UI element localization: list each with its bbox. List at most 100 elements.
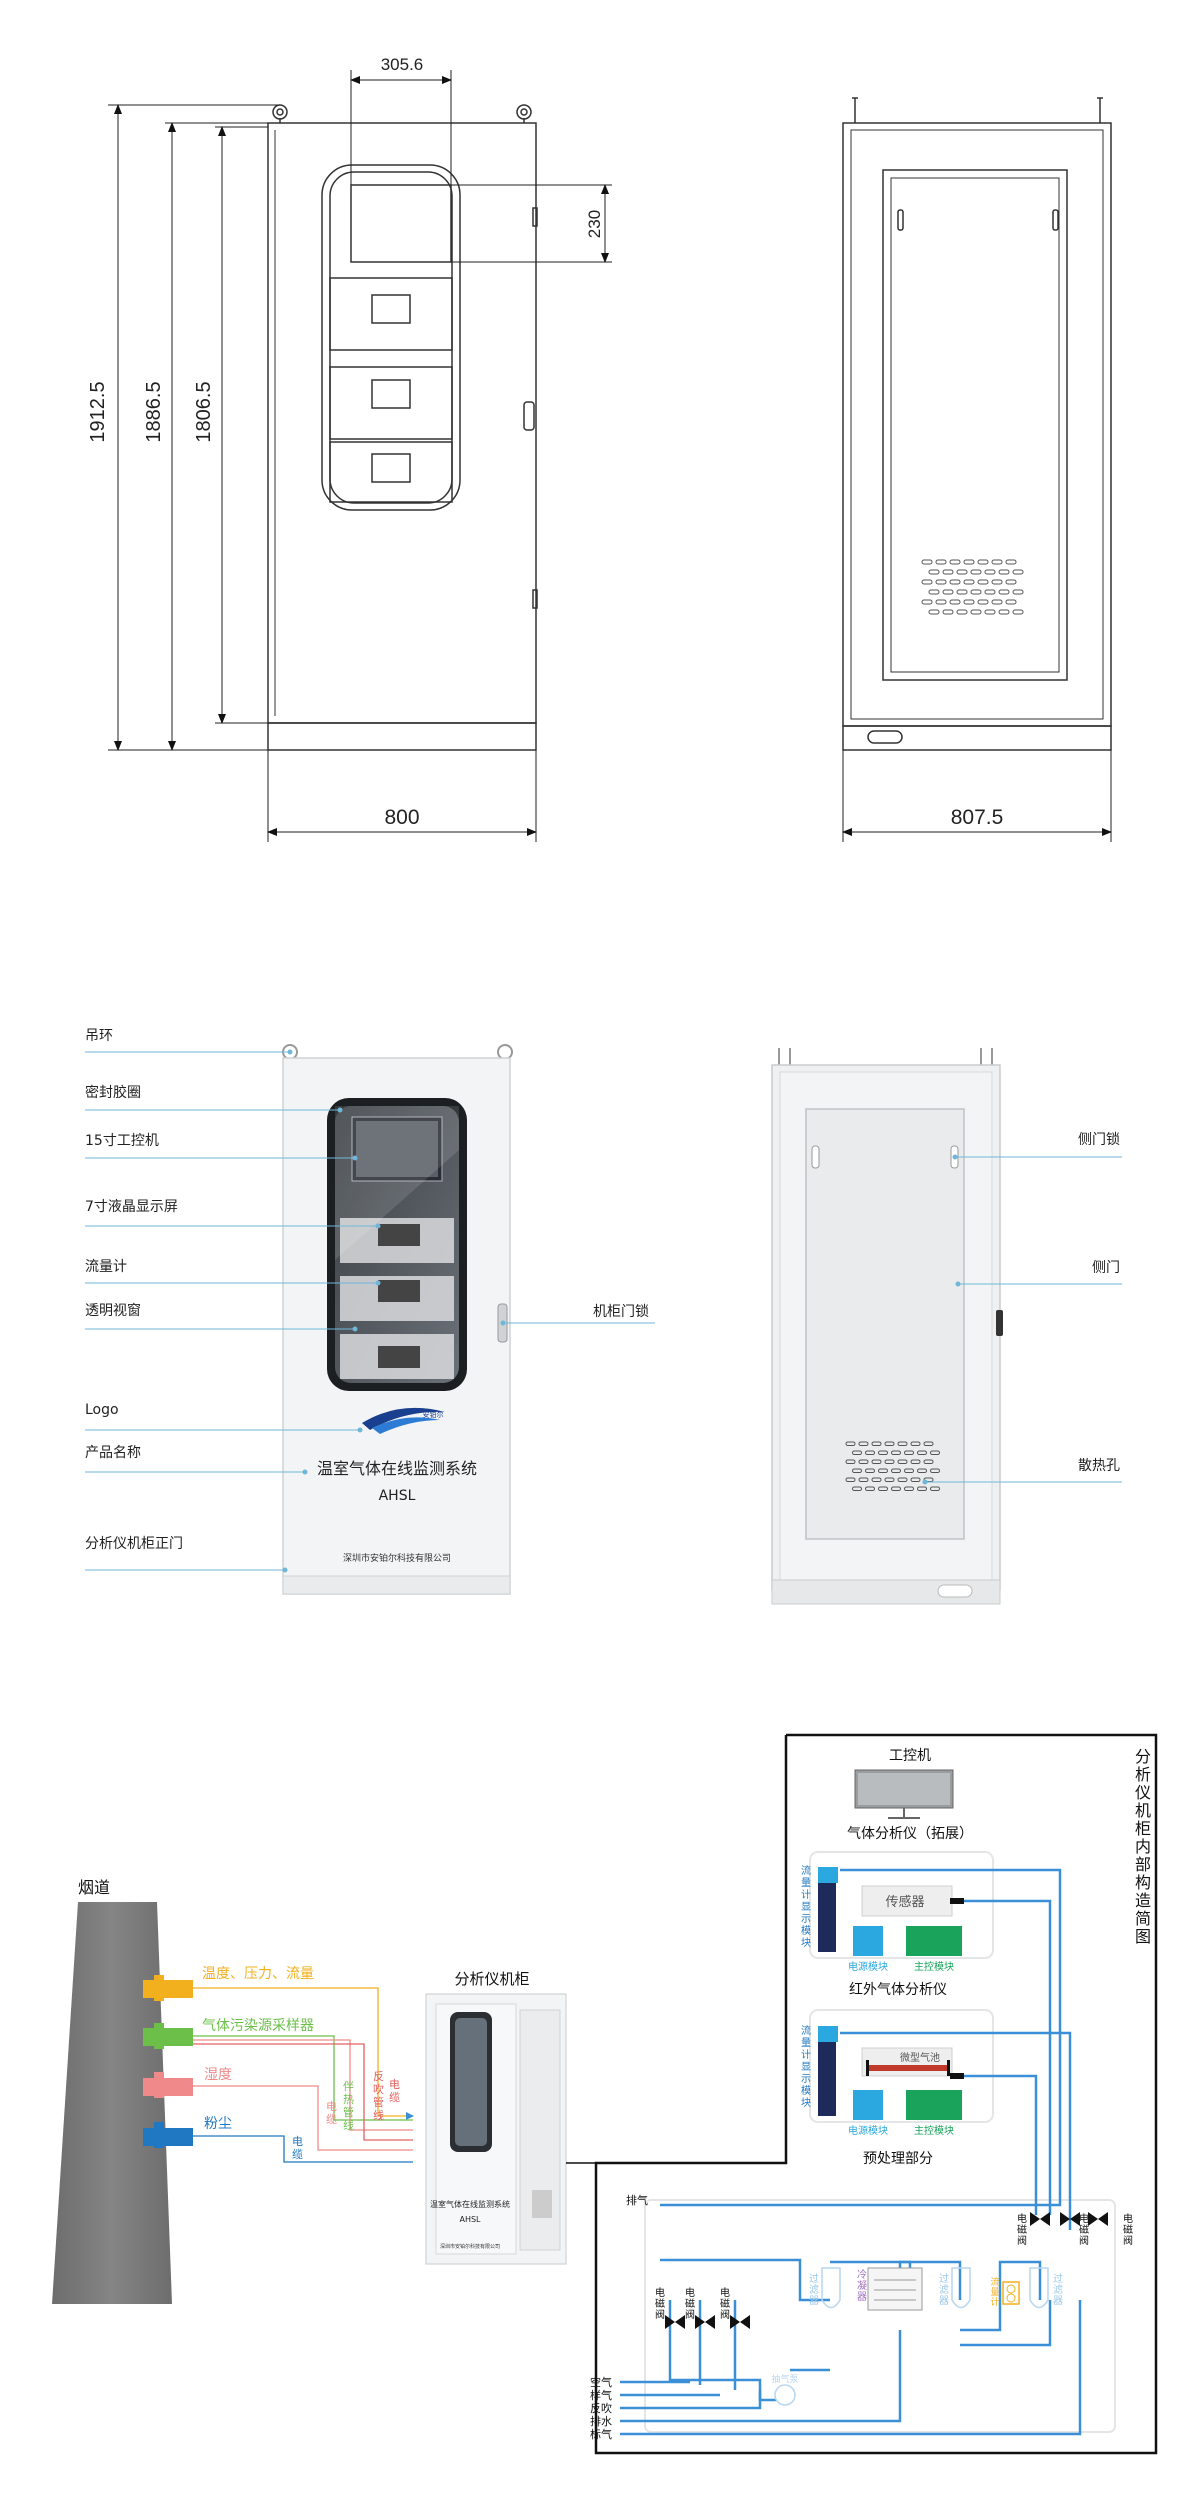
- svg-text:深圳市安铂尔科技有限公司: 深圳市安铂尔科技有限公司: [440, 2243, 500, 2250]
- front-label-1: 密封胶圈: [85, 1084, 141, 1101]
- company-name-text: 深圳市安铂尔科技有限公司: [343, 1552, 451, 1564]
- vent-hole: [884, 1441, 895, 1446]
- labeled-cabinet-views: 安铂尔 温室气体在线监测系统 AHSL 深圳市安铂尔科技有限公司 吊环密封胶圈1…: [85, 1028, 1122, 1605]
- svg-text:电源模块: 电源模块: [848, 2124, 888, 2137]
- vent-holes: [845, 1441, 940, 1491]
- label-leaders: [85, 1049, 1122, 1573]
- svg-text:排气: 排气: [626, 2193, 648, 2207]
- vent-hole: [878, 1450, 888, 1455]
- vent-hole: [935, 559, 947, 565]
- vent-hole: [977, 599, 989, 605]
- vent-hole: [949, 579, 961, 585]
- vent-hole: [852, 1468, 862, 1473]
- filter-label: 过滤器: [939, 2272, 949, 2307]
- leader-dot: [302, 1469, 308, 1475]
- leader-dot: [922, 1479, 928, 1485]
- cable-label-2: 电缆: [326, 2100, 337, 2126]
- probe-humidity: 湿度: [143, 2067, 232, 2098]
- vent-hole: [865, 1468, 875, 1473]
- vent-hole: [878, 1468, 888, 1473]
- vent-hole: [917, 1468, 927, 1473]
- vent-hole: [845, 1477, 856, 1482]
- leader-dot: [955, 1281, 961, 1287]
- leader-dot: [952, 1154, 958, 1160]
- vent-hole: [935, 599, 947, 605]
- vent-hole: [884, 1477, 895, 1482]
- vent-hole: [998, 589, 1010, 595]
- analyzer-cabinet-title: 分析仪机柜: [454, 1970, 529, 1988]
- vent-hole: [1012, 609, 1024, 615]
- vent-hole: [1005, 599, 1017, 605]
- vent-hole: [998, 609, 1010, 615]
- dimension-drawings: 1912.5 1886.5 1806.5 305.6 230 800 807.5: [87, 55, 1112, 842]
- vent-hole: [884, 1459, 895, 1464]
- dimension-lines: [108, 70, 1112, 842]
- front-label-8: 分析仪机柜正门: [85, 1536, 183, 1552]
- vent-hole: [852, 1450, 862, 1455]
- flow-switch-label: 流量计: [990, 2276, 999, 2308]
- svg-text:气体污染源采样器: 气体污染源采样器: [202, 2018, 314, 2034]
- solenoid-valves: [665, 2212, 1108, 2329]
- inlet-label-3: 排水: [590, 2414, 612, 2428]
- probe-temperature: 温度、压力、流量: [143, 1966, 314, 2001]
- inlet-label-1: 样气: [590, 2388, 612, 2402]
- vent-hole: [923, 1441, 934, 1446]
- vent-hole: [977, 559, 989, 565]
- front-cabinet-render: 安铂尔 温室气体在线监测系统 AHSL 深圳市安铂尔科技有限公司: [282, 1044, 513, 1595]
- vent-hole: [963, 599, 975, 605]
- svg-text:主控模块: 主控模块: [914, 2124, 954, 2137]
- vent-hole: [1005, 579, 1017, 585]
- vent-hole: [897, 1441, 908, 1446]
- probe-dust: 粉尘: [143, 2116, 232, 2148]
- flowmeter-display-label-2: 流量计显示模块: [801, 2024, 811, 2109]
- front-label-7: 产品名称: [85, 1445, 141, 1461]
- vent-hole: [984, 569, 996, 575]
- pump-icon: [774, 2384, 796, 2406]
- filter-label: 过滤器: [1053, 2272, 1063, 2307]
- vent-hole: [942, 589, 954, 595]
- vent-hole: [970, 609, 982, 615]
- chimney-label: 烟道: [78, 1878, 110, 1897]
- vent-hole: [949, 599, 961, 605]
- vent-hole: [970, 589, 982, 595]
- vent-hole: [858, 1459, 869, 1464]
- leader-dot: [337, 1107, 343, 1113]
- vent-hole: [1012, 589, 1024, 595]
- vent-hole: [871, 1477, 882, 1482]
- ir-analyzer-label: 红外气体分析仪: [849, 1982, 947, 1998]
- blowback-label: 反吹管线: [373, 2070, 384, 2122]
- vent-hole: [956, 569, 968, 575]
- inlet-label-2: 反吹: [590, 2402, 612, 2415]
- svg-text:温度、压力、流量: 温度、压力、流量: [202, 1966, 314, 1982]
- dim-width-side: 807.5: [951, 806, 1004, 829]
- svg-text:电源模块: 电源模块: [848, 1960, 888, 1973]
- chimney-flue: [52, 1902, 172, 2304]
- vent-hole: [858, 1441, 869, 1446]
- svg-text:温室气体在线监测系统: 温室气体在线监测系统: [430, 2199, 510, 2209]
- vent-hole: [845, 1459, 856, 1464]
- vent-hole: [956, 609, 968, 615]
- front-label-5: 透明视窗: [85, 1302, 141, 1319]
- pretreatment-section: 排气: [620, 1868, 1116, 2436]
- vent-hole: [845, 1441, 856, 1446]
- vent-hole: [904, 1450, 914, 1455]
- vent-hole: [871, 1441, 882, 1446]
- label-cabinet-door-lock: 机柜门锁: [593, 1304, 649, 1320]
- vent-hole: [930, 1450, 940, 1455]
- cable-label-3: 电缆: [292, 2135, 303, 2161]
- svg-text:粉尘: 粉尘: [204, 2116, 232, 2132]
- gas-analyzer-ext-label: 气体分析仪（拓展）: [847, 1826, 973, 1842]
- condenser-label: 冷凝器: [857, 2268, 867, 2303]
- vent-hole: [963, 579, 975, 585]
- vent-hole: [897, 1459, 908, 1464]
- solenoid-label: 电磁阀: [1079, 2212, 1089, 2247]
- analyzer-cabinet-small: 温室气体在线监测系统 AHSL 深圳市安铂尔科技有限公司: [425, 1993, 567, 2265]
- ir-analyzer-module: 微型气池 电源模块 主控模块: [809, 2009, 994, 2137]
- side-cabinet-drawing: [842, 97, 1112, 751]
- vent-hole: [1005, 559, 1017, 565]
- front-label-3: 7寸液晶显示屏: [85, 1199, 178, 1215]
